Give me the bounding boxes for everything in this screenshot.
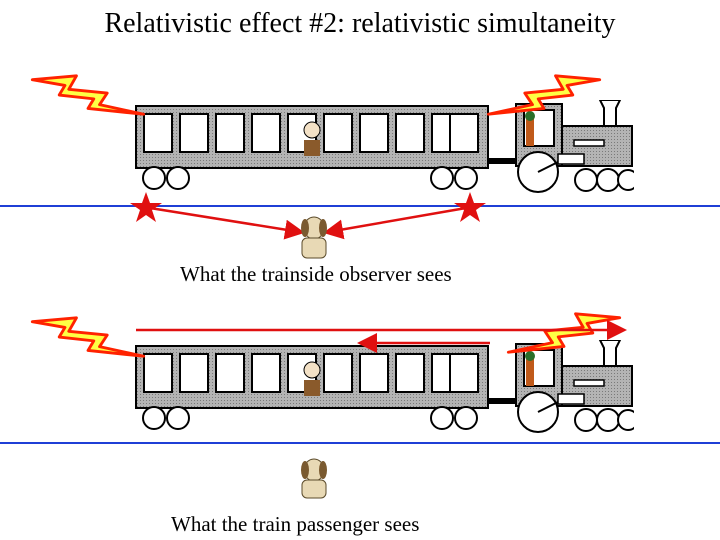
top-observer-dog-icon: [301, 216, 327, 259]
top-right-star-flash-icon: [454, 192, 486, 222]
top-right-lightning-bolt-icon: [486, 74, 602, 116]
top-passenger-icon: [303, 121, 321, 156]
slide-title: Relativistic effect #2: relativistic sim…: [104, 8, 616, 39]
top-left-lightning-bolt-icon: [30, 74, 146, 116]
top-left-signal-arrow: [149, 206, 305, 240]
top-left-star-flash-icon: [130, 192, 162, 222]
top-right-signal-arrow: [323, 206, 467, 240]
top-scene: [0, 74, 720, 259]
top-engineer-icon: [525, 111, 535, 146]
bottom-scene: [0, 312, 720, 499]
top-train: [135, 100, 634, 193]
train-passenger-caption: What the train passenger sees: [171, 512, 420, 536]
bottom-observer-dog-icon: [301, 458, 327, 499]
bottom-left-lightning-bolt-icon: [30, 316, 146, 358]
bottom-engineer-icon: [525, 351, 535, 386]
bottom-passenger-icon: [303, 361, 321, 396]
trainside-observer-caption: What the trainside observer sees: [180, 262, 452, 286]
bottom-train: [135, 340, 634, 433]
